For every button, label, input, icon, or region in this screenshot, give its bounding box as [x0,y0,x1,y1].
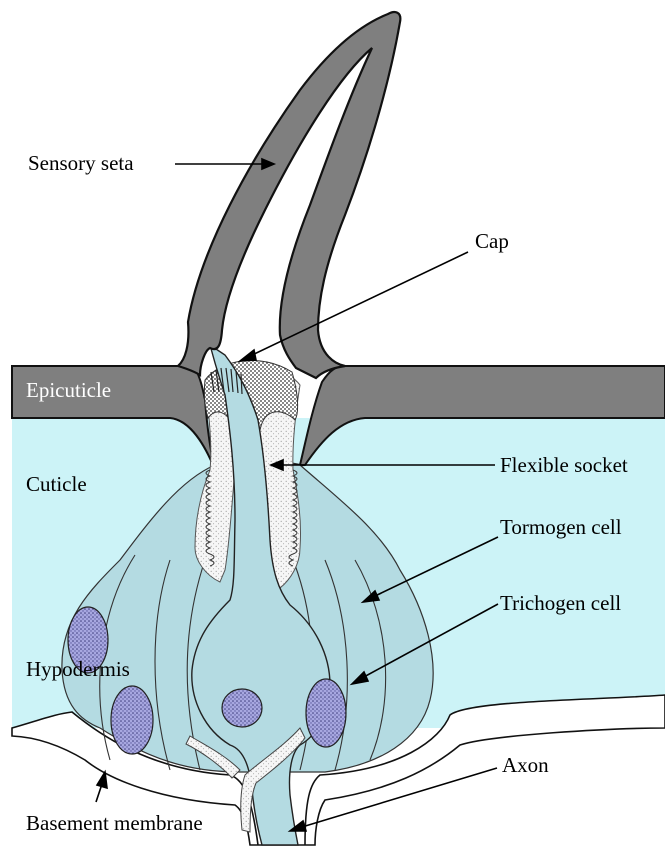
nucleus-right [306,679,346,747]
sensory-seta [178,12,400,378]
label-sensory-seta: Sensory seta [28,151,134,175]
arrowhead-cap [240,350,256,361]
label-trichogen-cell: Trichogen cell [500,591,621,615]
arrowhead-basement-membrane [97,772,107,788]
label-flexible-socket: Flexible socket [500,453,628,477]
nucleus-left-inner [111,686,153,754]
label-axon: Axon [502,753,549,777]
label-tormogen-cell: Tormogen cell [500,515,622,539]
label-epicuticle: Epicuticle [26,378,111,402]
label-basement-membrane: Basement membrane [26,811,203,835]
nucleus-neuron [222,689,262,727]
label-hypodermis: Hypodermis [26,657,130,681]
label-cap: Cap [475,229,509,253]
label-cuticle: Cuticle [26,472,87,496]
